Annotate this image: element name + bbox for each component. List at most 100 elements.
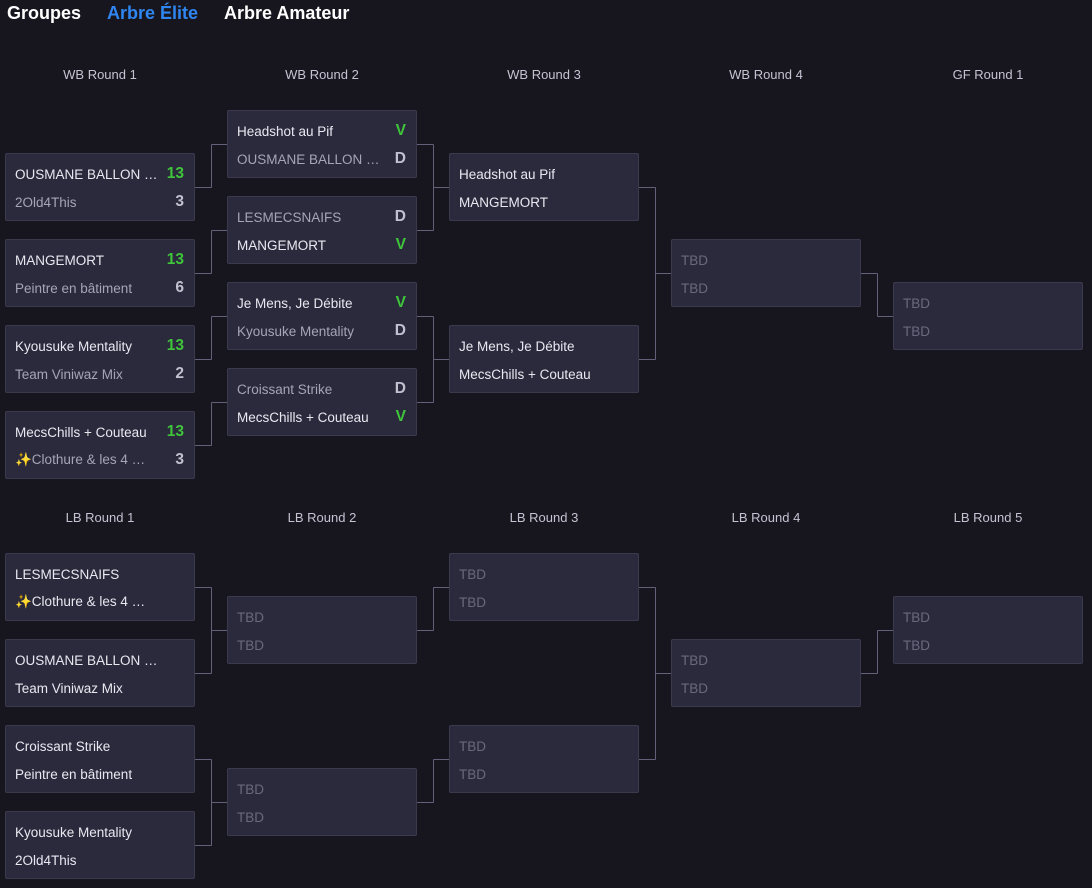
team-name: Kyousuke Mentality: [15, 824, 133, 840]
team-row[interactable]: MecsChills + Couteau: [459, 360, 628, 388]
tab-arbre-amateur[interactable]: Arbre Amateur: [224, 3, 350, 23]
lb-round-2-header: LB Round 2: [287, 510, 357, 525]
wb-round-4-header: WB Round 4: [729, 67, 803, 82]
team-row[interactable]: TBD: [459, 732, 628, 760]
lb-match-card[interactable]: TBD TBD: [227, 596, 417, 664]
team-name: OUSMANE BALLON …: [15, 166, 158, 182]
team-row[interactable]: 2Old4This: [15, 846, 184, 874]
bracket-connector: [195, 144, 227, 188]
team-name: TBD: [903, 609, 930, 625]
bracket-connector: [195, 587, 227, 674]
team-row[interactable]: OUSMANE BALLON …13: [15, 160, 184, 188]
lb-match-card[interactable]: TBD TBD: [671, 639, 861, 707]
team-row[interactable]: Kyousuke Mentality: [15, 818, 184, 846]
team-row[interactable]: TBD: [459, 588, 628, 616]
team-row[interactable]: TBD: [681, 246, 850, 274]
team-row[interactable]: TBD: [237, 775, 406, 803]
lb-match-card[interactable]: Kyousuke Mentality 2Old4This: [5, 811, 195, 879]
team-row[interactable]: Peintre en bâtiment: [15, 760, 184, 788]
team-row[interactable]: TBD: [903, 317, 1072, 345]
team-row[interactable]: TBD: [903, 631, 1072, 659]
team-score: 2: [175, 365, 184, 382]
team-row[interactable]: TBD: [459, 560, 628, 588]
team-row[interactable]: OUSMANE BALLON …: [15, 646, 184, 674]
lb-match-card[interactable]: LESMECSNAIFS✨Clothure & les 4 …: [5, 553, 195, 621]
team-row[interactable]: MANGEMORT: [459, 188, 628, 216]
team-score: 13: [166, 423, 184, 440]
team-row[interactable]: TBD: [237, 631, 406, 659]
team-name: TBD: [681, 652, 708, 668]
team-row[interactable]: ✨Clothure & les 4 …3: [15, 446, 184, 474]
team-name: Croissant Strike: [15, 738, 111, 754]
wb-match-card[interactable]: TBD TBD: [671, 239, 861, 307]
bracket-connector: [417, 316, 449, 403]
team-score: 13: [166, 337, 184, 354]
team-name: MANGEMORT: [459, 194, 549, 210]
wb-round-2-header: WB Round 2: [285, 67, 359, 82]
bracket-connector: [861, 273, 893, 317]
lb-round-3-header: LB Round 3: [509, 510, 579, 525]
team-row[interactable]: OUSMANE BALLON …D: [237, 145, 406, 173]
team-row[interactable]: LESMECSNAIFS: [15, 560, 184, 588]
wb-round-5-header: GF Round 1: [952, 67, 1024, 82]
team-row[interactable]: Croissant Strike: [15, 732, 184, 760]
team-name: TBD: [903, 295, 930, 311]
team-row[interactable]: ✨Clothure & les 4 …: [15, 588, 184, 616]
team-row[interactable]: TBD: [903, 603, 1072, 631]
wb-match-card[interactable]: TBD TBD: [893, 282, 1083, 350]
team-score: 6: [175, 279, 184, 296]
team-name: TBD: [681, 280, 708, 296]
team-row[interactable]: TBD: [459, 760, 628, 788]
tab-groupes[interactable]: Groupes: [7, 3, 82, 23]
lb-match-card[interactable]: OUSMANE BALLON …Team Viniwaz Mix: [5, 639, 195, 707]
team-row[interactable]: TBD: [681, 646, 850, 674]
team-row[interactable]: Team Viniwaz Mix: [15, 674, 184, 702]
team-row[interactable]: TBD: [681, 674, 850, 702]
team-row[interactable]: TBD: [681, 274, 850, 302]
bracket-connector: [639, 187, 671, 360]
tab-arbre-elite[interactable]: Arbre Élite: [107, 3, 199, 23]
team-name: MecsChills + Couteau: [237, 409, 369, 425]
team-row[interactable]: Je Mens, Je Débite: [459, 332, 628, 360]
team-row[interactable]: TBD: [903, 289, 1072, 317]
team-row[interactable]: TBD: [237, 603, 406, 631]
team-row[interactable]: TBD: [237, 803, 406, 831]
team-score: 3: [175, 193, 184, 210]
bracket-connector: [195, 316, 227, 360]
team-score: D: [394, 322, 406, 339]
bracket-connector: [195, 402, 227, 446]
lb-match-card[interactable]: TBD TBD: [893, 596, 1083, 664]
team-score: D: [394, 150, 406, 167]
team-row[interactable]: Headshot au Pif: [459, 160, 628, 188]
team-name: MANGEMORT: [237, 237, 327, 253]
team-name: MANGEMORT: [15, 252, 105, 268]
team-name: TBD: [237, 637, 264, 653]
